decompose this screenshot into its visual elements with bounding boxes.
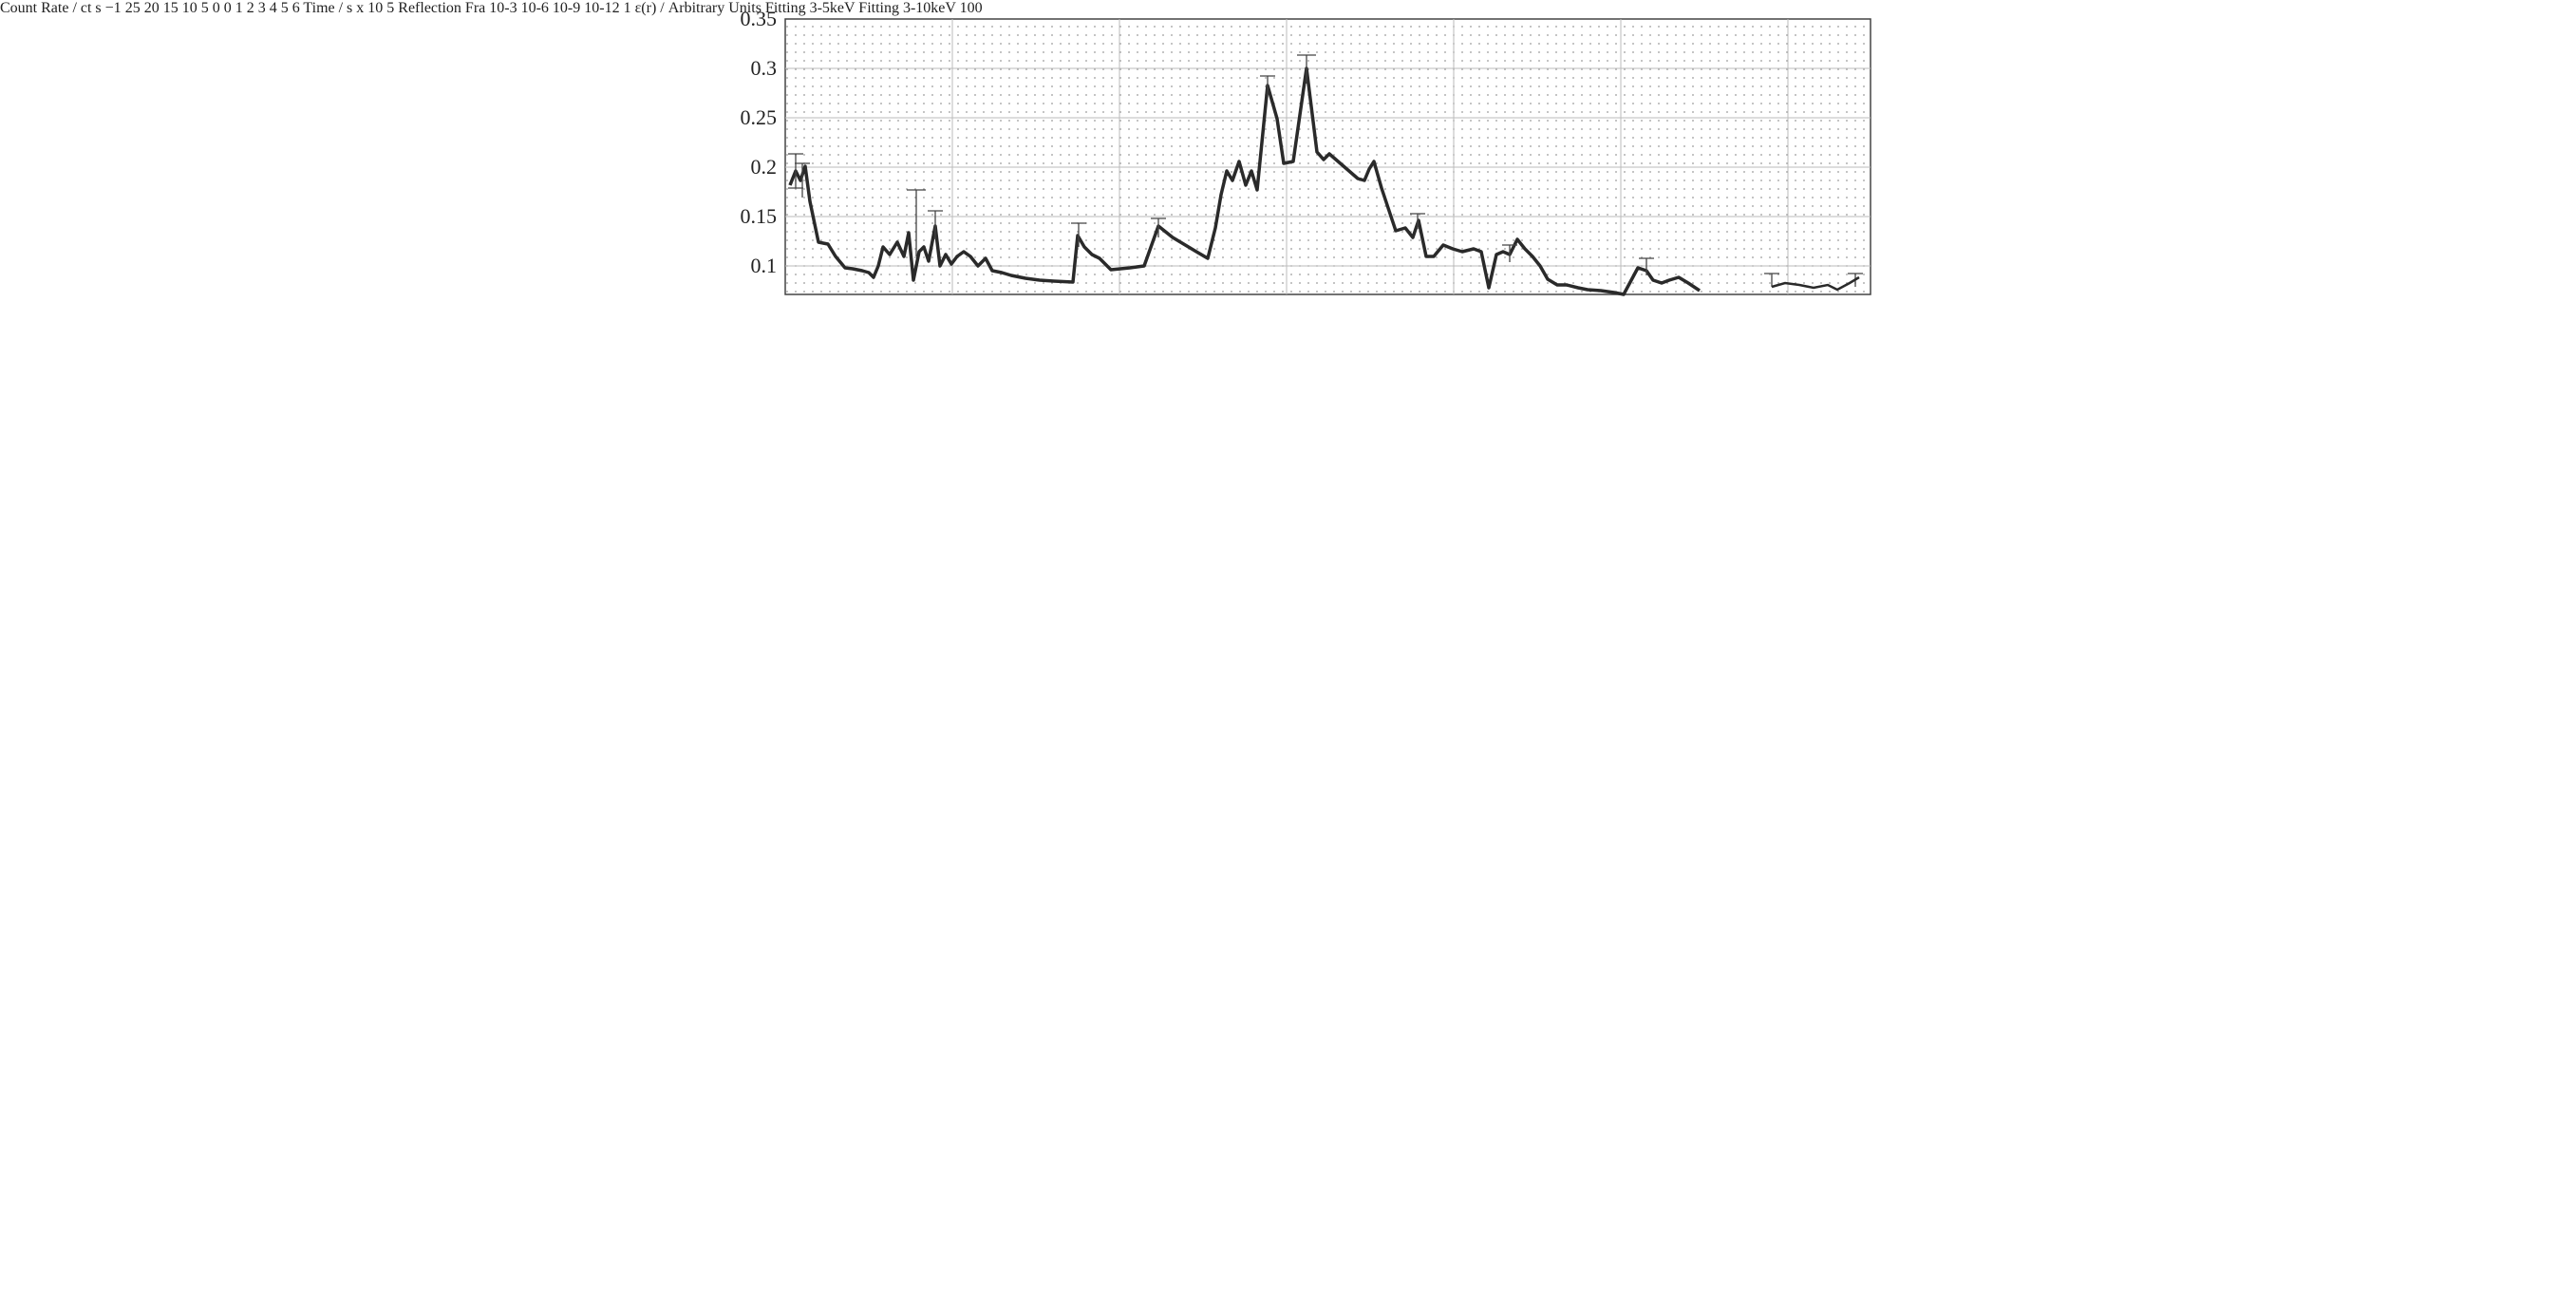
bottom-xtick: 5 [280, 0, 289, 16]
left-ylabel: ε(r) / Arbitrary Units [634, 0, 762, 16]
top-ytick: 0.3 [751, 56, 778, 80]
bottom-ytick: 25 [124, 0, 141, 16]
bottom-ytick-labels: 25 20 15 10 5 0 [125, 0, 224, 16]
bottom-ytick: 15 [162, 0, 179, 16]
bottom-xtick: 6 [291, 0, 300, 16]
left-xtick: 1 [623, 0, 631, 16]
top-ytick: 0.35 [741, 7, 778, 30]
left-emissivity-plot: 10-3 10-6 10-9 10-12 1 ε(r) / Arbitrary … [489, 0, 765, 16]
top-plot-frame [784, 18, 1871, 295]
right-data-point: 100 [960, 0, 983, 16]
left-ytick: 10-3 [489, 0, 517, 16]
left-ytick: 10-6 [520, 0, 549, 16]
left-ytick: 10-9 [552, 0, 581, 16]
right-model-line: 100 [960, 0, 983, 16]
bottom-xlabel: Time / s [303, 0, 353, 16]
top-light-curve-line [788, 66, 1701, 296]
bottom-xtick: 4 [269, 0, 277, 16]
right-legend-entry: Fitting 3-5keV [764, 0, 856, 16]
top-error-bars [788, 54, 1863, 287]
right-plot-frame: Fitting 3-5keV Fitting 3-10keV 100 [765, 0, 983, 16]
bottom-ytick: 0 [212, 0, 220, 16]
right-legend-box: Fitting 3-5keV Fitting 3-10keV 100 [765, 0, 983, 16]
right-xtick: 100 [959, 0, 983, 16]
top-ytick-labels: 0.35 0.3 0.25 0.2 0.15 0.1 [741, 7, 778, 277]
bottom-plot-frame: 25 20 15 10 5 0 0 1 2 3 4 5 6 Time / [125, 0, 490, 16]
bottom-ylabel: Reflection Fra [398, 0, 486, 16]
bottom-xtick: 2 [246, 0, 254, 16]
right-data-point: 100 [960, 0, 983, 16]
right-legend-entry: Fitting 3-10keV [858, 0, 956, 16]
left-plot-frame: 10-3 10-6 10-9 10-12 1 ε(r) / Arbitrary … [489, 0, 765, 16]
top-ytick: 0.25 [741, 105, 778, 129]
top-ylabel-superscript: −1 [104, 0, 122, 16]
bottom-xtick-labels: 0 1 2 3 4 5 6 [224, 0, 304, 16]
bottom-xtick: 1 [235, 0, 243, 16]
top-light-curve: 0.35 0.3 0.25 0.2 0.15 0.1 [741, 7, 1871, 296]
left-ytick: 10-12 [584, 0, 620, 16]
left-ytick-labels: 10-3 10-6 10-9 10-12 [489, 0, 623, 16]
bottom-ytick: 5 [200, 0, 209, 16]
right-legend-entries: Fitting 3-5keV Fitting 3-10keV [765, 0, 960, 16]
top-ylabel: Count Rate / ct s [0, 0, 102, 16]
top-light-curve-tail [1771, 275, 1860, 292]
top-major-gridlines [785, 19, 1871, 294]
top-ytick: 0.2 [751, 155, 778, 179]
bottom-xtick: 0 [223, 0, 232, 16]
bottom-multiplier-exp: 5 [386, 0, 395, 16]
bottom-ytick: 10 [181, 0, 197, 16]
right-plot: Fitting 3-5keV Fitting 3-10keV 100 [765, 0, 983, 16]
bottom-xtick: 3 [257, 0, 266, 16]
top-ytick: 0.1 [751, 254, 778, 277]
bottom-ytick: 20 [143, 0, 160, 16]
top-ytick: 0.15 [741, 204, 778, 228]
bottom-multiplier: x 10 [356, 0, 384, 16]
bottom-reflection-plot: 25 20 15 10 5 0 0 1 2 3 4 5 6 Time / [125, 0, 490, 16]
bottom-plot-grid: 25 20 15 10 5 0 0 1 2 3 4 5 6 Time / [125, 0, 490, 16]
right-data-point: 100 [960, 0, 983, 16]
